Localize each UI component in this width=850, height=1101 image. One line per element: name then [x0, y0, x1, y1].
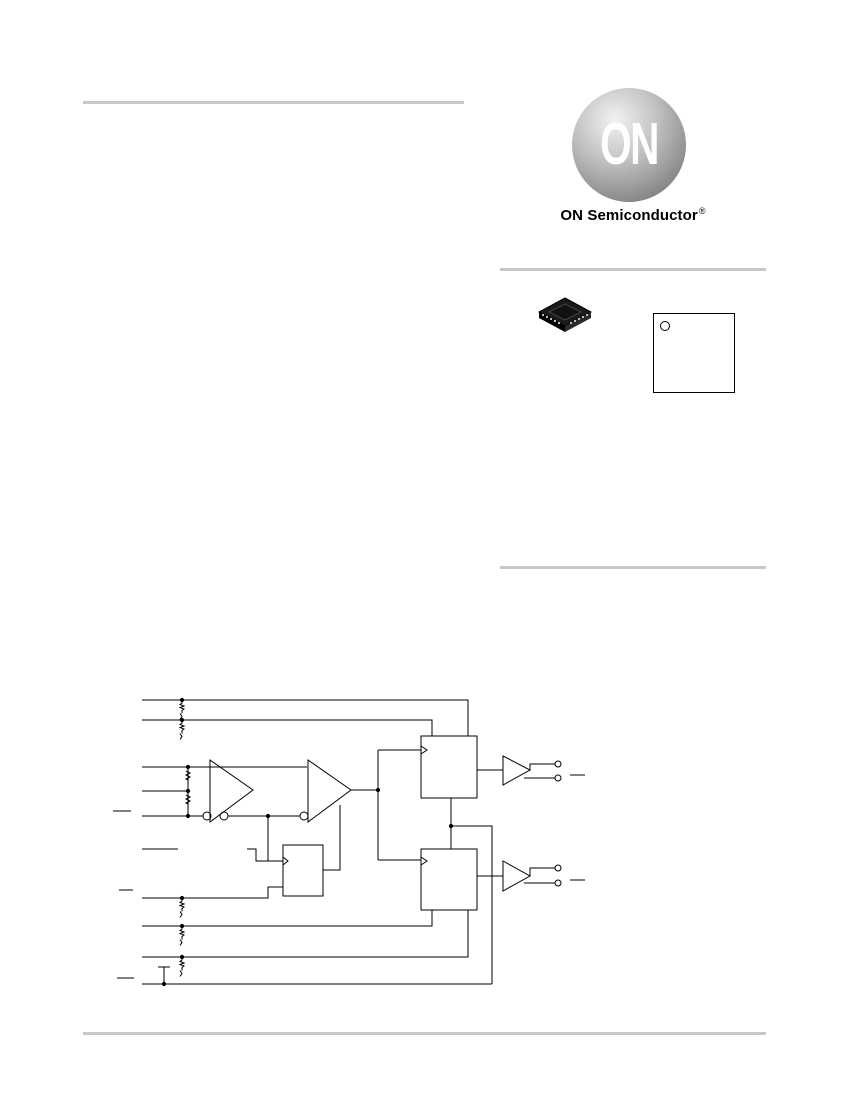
latch-block — [282, 844, 324, 897]
resistor-bottom-1 — [178, 895, 186, 918]
right-top-rule — [500, 268, 766, 271]
resistor-top-2 — [178, 717, 186, 740]
logic-block-diagram — [113, 697, 585, 987]
resistor-top-1 — [178, 697, 186, 720]
output-buffer-lower — [502, 860, 532, 892]
trademark-symbol: ® — [698, 206, 706, 216]
input-buffer — [209, 759, 254, 823]
logo-text: ON — [600, 110, 658, 177]
flip-flop-upper — [420, 735, 478, 799]
resistor-bottom-2 — [178, 923, 186, 946]
left-header-rule — [83, 101, 464, 104]
ground-symbol — [158, 966, 170, 987]
resistor-bottom-3 — [178, 954, 186, 977]
flip-flop-lower — [420, 848, 478, 911]
rail-2 — [142, 719, 433, 736]
amplifier — [307, 759, 352, 823]
output-buffer-upper — [502, 755, 532, 786]
right-mid-rule — [500, 566, 766, 569]
rail-1 — [142, 699, 469, 736]
footer-rule — [83, 1032, 766, 1035]
on-semiconductor-logo: ON — [572, 88, 686, 202]
brand-name: ON Semiconductor® — [500, 206, 766, 224]
qfn-package-icon — [537, 297, 593, 332]
pin1-indicator-icon — [660, 321, 670, 331]
marking-diagram — [653, 313, 735, 393]
brand-name-text: ON Semiconductor — [560, 207, 698, 224]
